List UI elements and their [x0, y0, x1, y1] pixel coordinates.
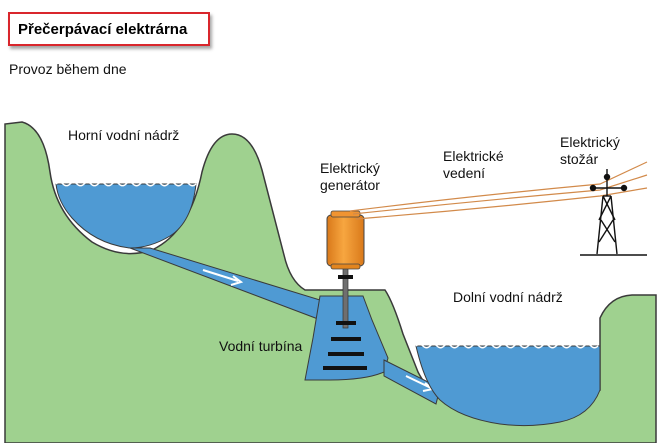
- power-lines: [349, 161, 648, 220]
- pylon-label-line2: stožár: [560, 151, 598, 167]
- tailrace-pipe: [383, 359, 441, 405]
- power-lines-label-line1: Elektrické: [443, 148, 504, 164]
- generator-label-line1: Elektrický: [320, 160, 380, 176]
- turbine-blades: [323, 321, 367, 370]
- generator-label-line2: generátor: [320, 177, 380, 193]
- pylon-label-line1: Elektrický: [560, 134, 620, 150]
- generator-shaft: [342, 263, 349, 329]
- shaft-coupling: [338, 275, 353, 279]
- turbine-label: Vodní turbína: [219, 338, 303, 354]
- title-box: Přečerpávací elektrárna: [8, 12, 210, 46]
- power-lines-label-line2: vedení: [443, 165, 485, 181]
- lower-reservoir-water: [415, 345, 601, 427]
- lower-reservoir-label: Dolní vodní nádrž: [453, 289, 563, 305]
- pylon-icon: [580, 169, 647, 256]
- lower-reservoir-waves: [415, 343, 599, 349]
- generator-icon: [326, 210, 365, 270]
- diagram-title: Přečerpávací elektrárna: [18, 21, 188, 38]
- diagram-subtitle: Provoz během dne: [9, 61, 127, 77]
- penstock-arrow-icon: [202, 269, 244, 286]
- upper-reservoir-waves: [55, 181, 197, 187]
- upper-reservoir-label: Horní vodní nádrž: [68, 127, 179, 143]
